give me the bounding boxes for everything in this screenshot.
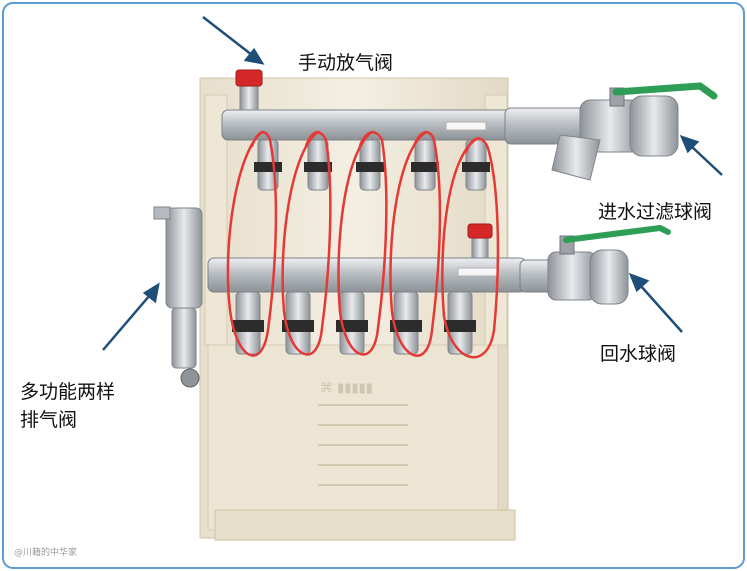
watermark: @川籍的中华家	[14, 548, 78, 558]
annotation-arrows	[102, 16, 723, 351]
return-ball-valve-label: 回水球阀	[600, 343, 677, 365]
inlet-filter-ball-valve	[504, 82, 718, 181]
manual-air-vent-label: 手动放气阀	[298, 52, 394, 74]
red-loop-1	[226, 130, 278, 357]
return-ball-valve	[519, 224, 671, 305]
arrow-to-multi-vent	[102, 282, 160, 351]
inlet-filter-ball-valve-label: 进水过滤球阀	[598, 201, 713, 223]
multi-function-vent-label: 多功能两样 排气阀	[20, 378, 115, 434]
svg-text:⌘ ▮▮▮▮▮: ⌘ ▮▮▮▮▮	[320, 381, 373, 396]
lower-manifold-pipe	[207, 257, 527, 293]
red-loop-4	[389, 130, 442, 357]
arrow-to-manual-vent	[202, 16, 265, 65]
multi-function-vent-label-line2: 排气阀	[20, 409, 78, 431]
manual-air-vent	[235, 69, 263, 111]
red-loop-5	[441, 136, 500, 359]
red-loop-annotations	[226, 130, 500, 359]
multi-function-vent	[153, 206, 203, 388]
arrow-to-return-valve	[628, 272, 683, 333]
red-loop-2	[281, 130, 332, 356]
multi-function-vent-label-line1: 多功能两样	[20, 381, 116, 403]
red-loop-3	[337, 130, 388, 356]
arrow-to-inlet-valve	[679, 134, 723, 176]
upper-branch-valves	[254, 139, 490, 191]
lower-air-vent	[467, 223, 493, 259]
